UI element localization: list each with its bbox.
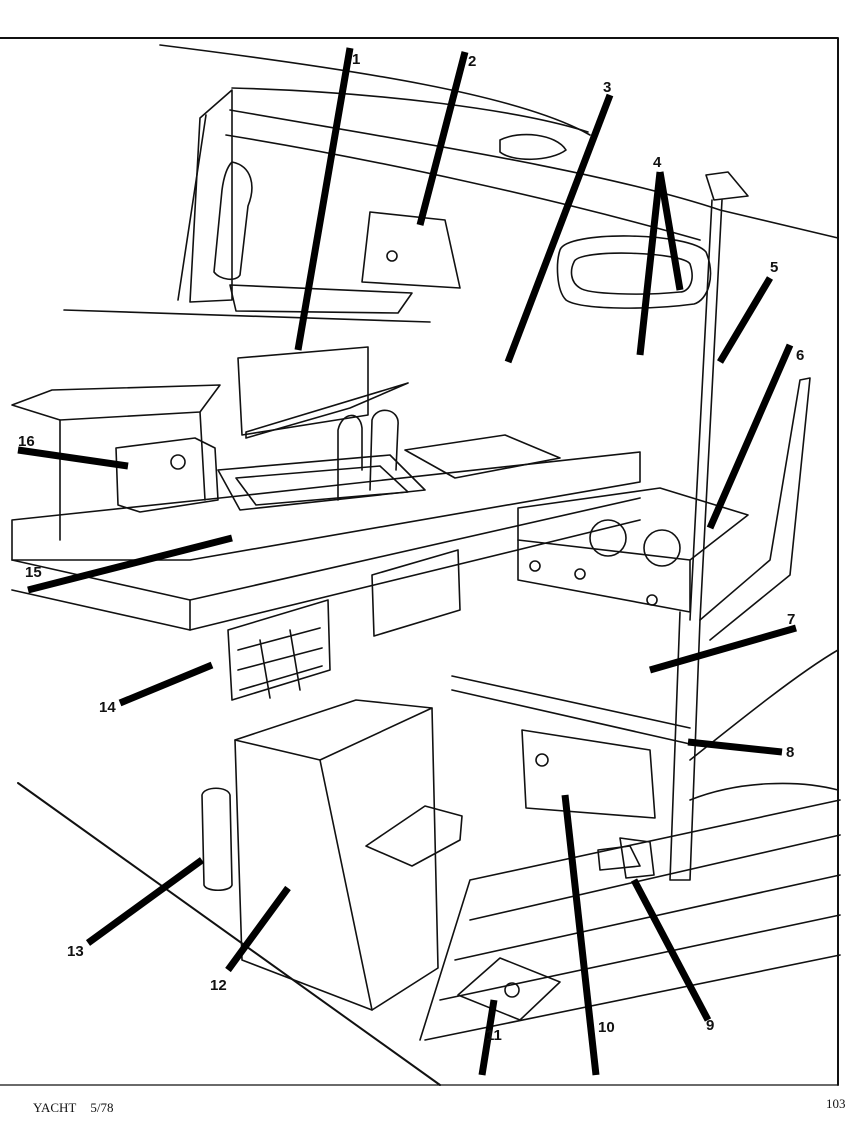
coachroof-line bbox=[231, 87, 589, 133]
callout-10: 10 bbox=[598, 1019, 615, 1036]
counter-front bbox=[189, 519, 641, 631]
sink-left bbox=[217, 454, 426, 511]
callout-1: 1 bbox=[352, 51, 361, 68]
ceiling-light bbox=[499, 133, 567, 161]
leader-line-4b bbox=[656, 171, 684, 291]
floor-plank bbox=[469, 834, 841, 921]
sink-right bbox=[404, 434, 561, 479]
callout-7: 7 bbox=[787, 611, 796, 628]
galley-window-hatch bbox=[245, 382, 409, 439]
cooler-box bbox=[319, 759, 373, 1011]
floor-line bbox=[17, 782, 441, 1086]
foot-pump bbox=[597, 845, 641, 871]
coachroof-line bbox=[229, 109, 839, 239]
leader-line-12 bbox=[225, 885, 291, 973]
cabin-side-panel bbox=[177, 114, 207, 301]
bulkhead bbox=[669, 611, 701, 881]
faucet bbox=[369, 409, 399, 491]
stove-burner bbox=[643, 529, 681, 567]
cooler-box bbox=[234, 699, 433, 761]
callout-9: 9 bbox=[706, 1017, 715, 1034]
grab-pole bbox=[689, 199, 713, 621]
rail-bar bbox=[451, 675, 691, 745]
leader-line-11 bbox=[478, 999, 498, 1076]
foot-pump bbox=[619, 837, 655, 879]
magazine-name: YACHT bbox=[33, 1100, 77, 1115]
leader-line-1 bbox=[294, 47, 354, 351]
hull-side bbox=[689, 782, 839, 801]
paper-holder-knob bbox=[170, 454, 186, 470]
oven-door bbox=[521, 729, 656, 819]
leader-line-7 bbox=[649, 624, 797, 674]
callout-8: 8 bbox=[786, 744, 795, 761]
oven-knob bbox=[535, 753, 549, 767]
side-cabinet bbox=[59, 411, 206, 541]
shelf bbox=[229, 284, 413, 314]
leader-line-13 bbox=[85, 857, 205, 946]
floor-hatch bbox=[457, 957, 561, 1021]
leader-line-4a bbox=[636, 171, 664, 356]
callout-3: 3 bbox=[603, 79, 612, 96]
floor-edge bbox=[419, 799, 841, 1041]
stove-knob bbox=[574, 568, 586, 580]
bottle-holder bbox=[201, 787, 233, 892]
leader-line-2 bbox=[416, 51, 469, 226]
stove-burner bbox=[589, 519, 627, 557]
leader-line-14 bbox=[118, 661, 214, 707]
callout-2: 2 bbox=[468, 53, 477, 70]
leader-line-15 bbox=[27, 534, 233, 594]
footer-magazine: YACHT 5/78 bbox=[33, 1100, 127, 1116]
callout-4: 4 bbox=[653, 154, 662, 171]
leader-line-8 bbox=[687, 738, 783, 756]
coachroof-line bbox=[225, 134, 701, 241]
leader-line-5 bbox=[716, 276, 774, 364]
locker-opening bbox=[371, 549, 461, 637]
floor-plank bbox=[424, 954, 841, 1041]
leader-line-10 bbox=[561, 794, 600, 1076]
leader-line-6 bbox=[706, 343, 794, 530]
pole-top bbox=[705, 171, 749, 201]
net-mesh bbox=[237, 627, 323, 699]
coachroof-line bbox=[159, 44, 591, 136]
callout-6: 6 bbox=[796, 347, 805, 364]
faucet bbox=[337, 414, 363, 501]
locker-latch bbox=[386, 250, 398, 262]
locker-door bbox=[361, 211, 461, 289]
floor-plank bbox=[454, 874, 841, 961]
stove-knob bbox=[529, 560, 541, 572]
page-number: 103 bbox=[826, 1096, 846, 1111]
callout-14: 14 bbox=[99, 699, 116, 716]
callout-13: 13 bbox=[67, 943, 84, 960]
shelf-edge bbox=[63, 309, 431, 323]
callout-16: 16 bbox=[18, 433, 35, 450]
bulkhead bbox=[699, 377, 811, 641]
callout-15: 15 bbox=[25, 564, 42, 581]
cooler-box bbox=[234, 707, 439, 1011]
grab-pole bbox=[699, 199, 723, 621]
callout-5: 5 bbox=[770, 259, 779, 276]
grab-handle bbox=[213, 161, 253, 281]
leader-line-9 bbox=[630, 878, 712, 1022]
paper-holder bbox=[115, 437, 219, 513]
callout-11: 11 bbox=[486, 1027, 502, 1044]
leader-line-16 bbox=[17, 446, 129, 470]
floor-hatch-ring bbox=[504, 982, 520, 998]
stove-front bbox=[517, 539, 691, 613]
issue-date: 5/78 bbox=[90, 1100, 114, 1115]
leader-line-3 bbox=[504, 93, 614, 364]
callout-12: 12 bbox=[210, 977, 227, 994]
side-cabinet bbox=[11, 384, 221, 421]
cabin-side-panel bbox=[189, 89, 233, 303]
stove-top bbox=[517, 487, 749, 561]
locker-opening bbox=[227, 599, 331, 701]
step-seat bbox=[365, 805, 463, 867]
portlight bbox=[556, 235, 712, 309]
portlight-inner bbox=[570, 252, 693, 295]
sink-left-basin bbox=[235, 465, 409, 506]
stove-knob bbox=[646, 594, 658, 606]
page-frame-top bbox=[0, 37, 839, 1086]
counter-front bbox=[11, 589, 191, 631]
galley-window bbox=[237, 346, 369, 436]
